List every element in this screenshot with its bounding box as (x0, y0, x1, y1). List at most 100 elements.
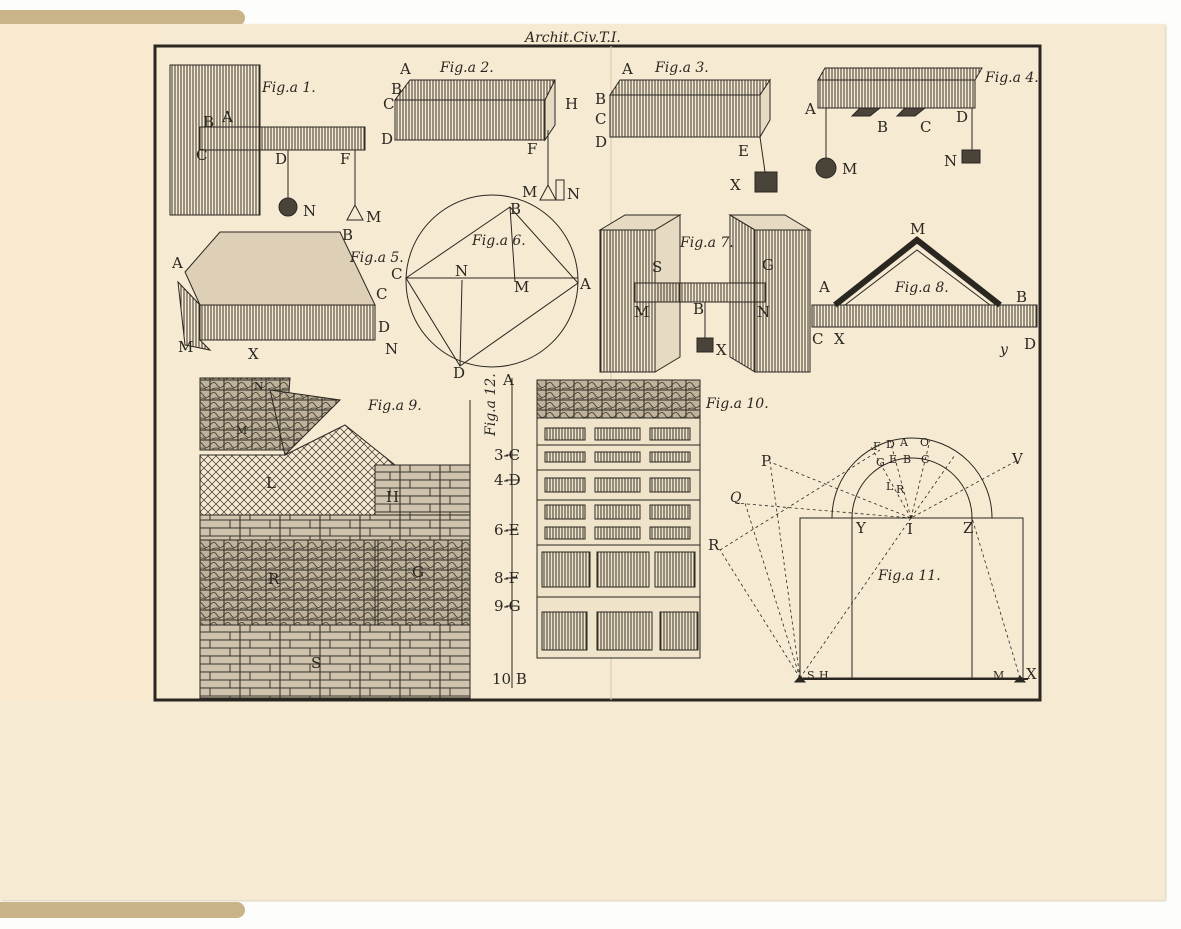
figure-letter: N (254, 380, 264, 393)
figure-letter: M (366, 208, 381, 226)
figure-letter: B (693, 300, 704, 318)
figure-letter: F (527, 140, 537, 158)
figure-title: Fig.a 7. (679, 235, 734, 251)
figure-title: Fig.a 2. (439, 60, 494, 76)
figure-title: Fig.a 1. (261, 80, 316, 96)
figure-letter: N (385, 340, 398, 358)
figure-letter: X (730, 176, 741, 194)
figure-letter: y (999, 342, 1009, 358)
figure-letter: A (899, 436, 909, 449)
figure-letter: D (886, 438, 895, 451)
figure-7: Fig.a 7. S G M B X N (598, 214, 812, 373)
figure-letter: X (716, 341, 727, 359)
figure-letter: O (920, 436, 929, 449)
figure-letter: B (203, 113, 214, 131)
figure-letter: A (818, 278, 830, 296)
figure-4: Fig.a 4. A B C D M N (804, 67, 1039, 179)
figure-title: Fig.a 5. (349, 250, 404, 266)
figure-title: Fig.a 4. (984, 70, 1039, 86)
plate-header: Archit.Civ.T.I. (523, 30, 621, 46)
figure-letter: Q (730, 490, 742, 506)
figure-letter: X (248, 345, 259, 363)
figure-letter: C (391, 265, 402, 283)
figure-letter: D (595, 133, 607, 151)
figure-letter: B (877, 118, 888, 136)
figure-letter: S (807, 669, 815, 682)
scale-mark: 8-F (494, 569, 519, 587)
book-binding-top (0, 10, 245, 26)
figure-letter: S (311, 654, 321, 672)
figure-letter: M (842, 160, 857, 178)
figure-letter: M (236, 424, 247, 437)
left-page (0, 24, 160, 700)
figure-letter: B (1016, 288, 1027, 306)
scale-mark: 10 B (492, 670, 527, 688)
figure-3: Fig.a 3. A B C D E X (595, 60, 778, 194)
figure-letter: X (834, 330, 845, 348)
figure-letter: P (761, 452, 771, 470)
figure-letter: C (920, 118, 931, 136)
figure-title: Fig.a 10. (705, 396, 769, 412)
figure-letter: M (522, 183, 537, 201)
figure-letter: R (896, 483, 905, 496)
figure-letter: F (873, 440, 881, 453)
figure-letter: N (944, 152, 957, 170)
figure-letter: M (514, 278, 529, 296)
figure-letter: H (819, 669, 829, 682)
figure-9: Fig.a 9. N M L H R G S (199, 377, 471, 699)
figure-title: Fig.a 11. (877, 568, 941, 584)
figure-letter: G (412, 563, 424, 581)
figure-letter: I (907, 520, 913, 538)
figure-letter: B (903, 453, 911, 466)
figure-letter: C (376, 285, 387, 303)
figure-letter: D (956, 108, 968, 126)
figure-letter: A (579, 275, 591, 293)
figure-letter: B (510, 200, 521, 218)
figure-letter: M (993, 669, 1004, 682)
figure-letter: D (453, 364, 465, 382)
scale-mark: 3-C (494, 446, 520, 464)
figure-letter: L (266, 474, 276, 492)
figure-letter: H (565, 95, 578, 113)
figure-letter: B (595, 90, 606, 108)
figure-letter: C (595, 110, 606, 128)
figure-letter: B (391, 80, 402, 98)
figure-title: Fig.a 3. (654, 60, 709, 76)
figure-letter: N (303, 202, 316, 220)
figure-letter: H (386, 488, 399, 506)
figure-letter: B (342, 226, 353, 244)
figure-letter: X (1026, 665, 1037, 683)
figure-letter: E (889, 453, 897, 466)
figure-letter: G (762, 256, 774, 274)
figure-letter: N (567, 185, 580, 203)
figure-letter: M (910, 220, 925, 238)
figure-12-scale: Fig.a 12. A 3-C 4-D 6-E 8-F 9-G 10 B (469, 371, 527, 690)
figure-letter: A (171, 254, 183, 272)
figure-letter: V (1011, 450, 1024, 468)
figure-letter: A (399, 60, 411, 78)
figure-letter: D (275, 150, 287, 168)
scale-mark: 6-E (494, 521, 520, 539)
figure-letter: R (268, 570, 280, 588)
figure-letter: N (455, 262, 468, 280)
figure-letter: D (1024, 335, 1036, 353)
figure-letter: L (886, 480, 894, 493)
figure-10: Fig.a 10. (536, 379, 769, 659)
figure-letter: D (381, 130, 393, 148)
book-binding-bottom (0, 902, 245, 918)
figure-letter: M (178, 338, 193, 356)
figure-8: Fig.a 8. M A B C X y D (811, 220, 1038, 358)
figure-2: Fig.a 2. A B C D H F M N (381, 60, 580, 203)
figure-letter: Y (855, 519, 867, 537)
figure-letter: D (378, 318, 390, 336)
figure-letter: A (621, 60, 633, 78)
figure-letter: G (876, 456, 885, 469)
figure-title: Fig.a 9. (367, 398, 422, 414)
figure-letter: C (383, 95, 394, 113)
scale-mark: 4-D (494, 471, 521, 489)
figure-letter: N (757, 303, 770, 321)
figure-1: Fig.a 1. B A C D F N M (169, 64, 381, 226)
figure-5: Fig.a 5. B A C D N M X (171, 226, 404, 363)
figure-title: Fig.a 6. (471, 233, 526, 249)
